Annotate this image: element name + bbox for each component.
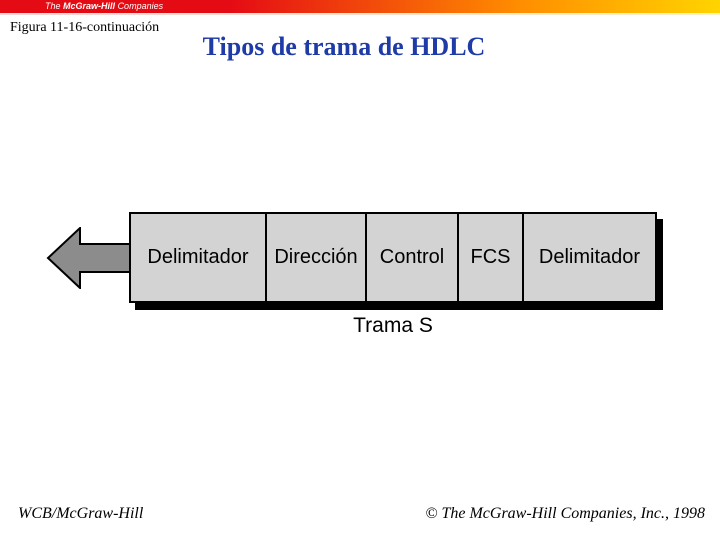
frame-caption: Trama S [353,314,433,337]
frame-cell-direccion: Dirección [265,214,365,301]
figure-label: Figura 11-16-continuación [10,20,160,35]
logo-word-the: The [45,1,61,11]
logo-word-mcgraw-hill: McGraw-Hill [63,1,116,11]
hdlc-frame-diagram: Delimitador Dirección Control FCS Delimi… [129,212,657,303]
mcgraw-hill-logo: The McGraw-Hill Companies [45,0,163,13]
frame-cell-delimitador-end: Delimitador [522,214,655,301]
logo-word-companies: Companies [117,1,164,11]
page-title: Tipos de trama de HDLC [202,32,486,61]
frame-cell-control: Control [365,214,457,301]
left-arrow-icon [46,227,131,289]
frame-cell-delimitador-start: Delimitador [147,246,249,268]
brand-bar: The McGraw-Hill Companies [0,0,720,15]
frame-cell-fcs: FCS [457,214,522,301]
footer-publisher: WCB/McGraw-Hill [18,505,144,522]
footer-copyright: © The McGraw-Hill Companies, Inc., 1998 [425,505,705,522]
